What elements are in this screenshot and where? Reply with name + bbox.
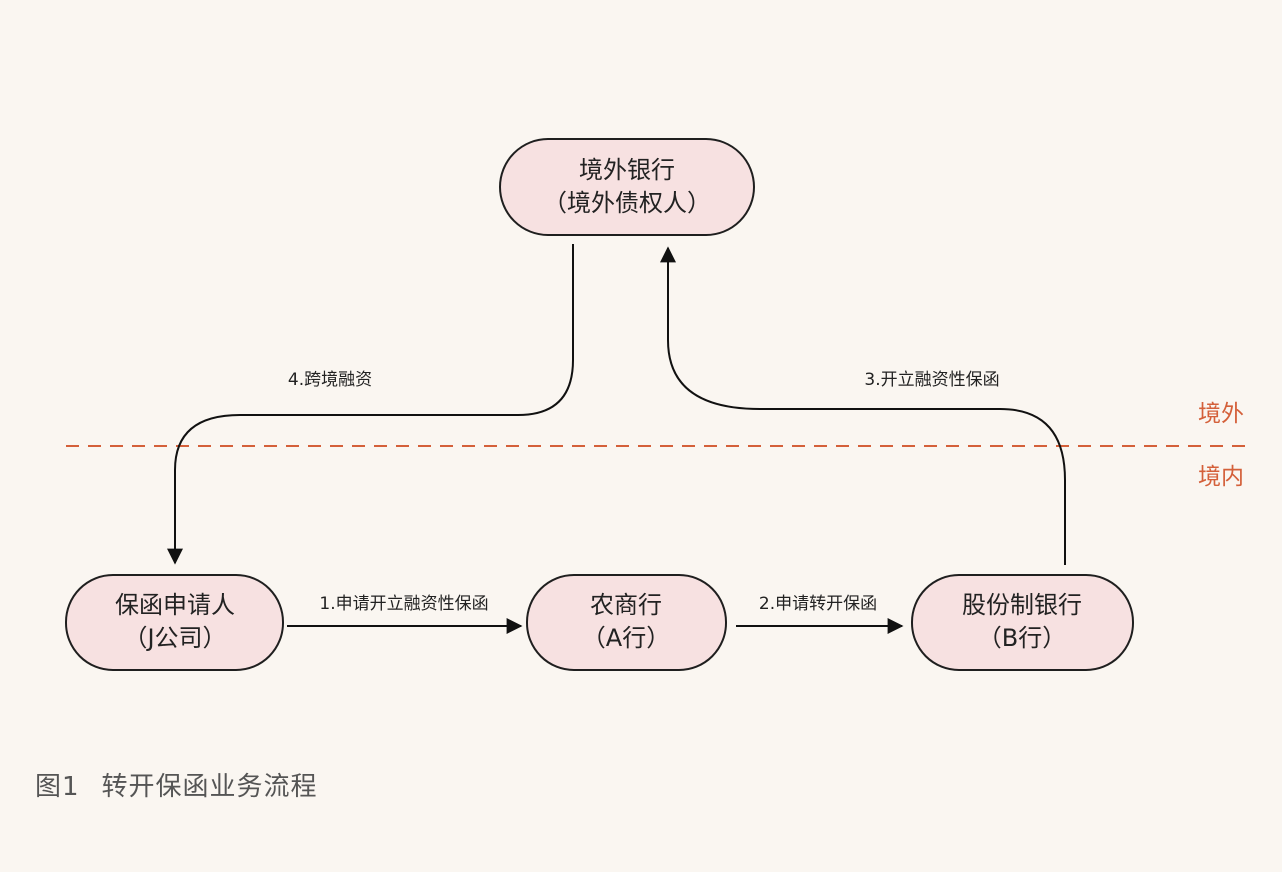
node-rural-bank-subtitle: （A行） (582, 624, 670, 652)
edge-cross-border-financing (167, 244, 574, 565)
figure-number: 图1 (35, 772, 80, 802)
node-applicant-title: 保函申请人 (115, 591, 235, 619)
region-label-domestic: 境内 (1198, 464, 1244, 490)
node-overseas-bank: 境外银行 （境外债权人） (499, 138, 755, 236)
region-label-overseas: 境外 (1198, 401, 1244, 427)
edge-label-step4: 4.跨境融资 (288, 370, 372, 390)
edge-label-step3: 3.开立融资性保函 (864, 370, 999, 390)
node-joint-stock-bank-title: 股份制银行 (962, 591, 1082, 619)
node-rural-bank-title: 农商行 (590, 591, 662, 619)
node-overseas-bank-title: 境外银行 (579, 156, 675, 184)
node-guarantee-applicant: 保函申请人 （J公司） (65, 574, 284, 671)
node-applicant-subtitle: （J公司） (123, 624, 226, 652)
figure-caption: 图1 转开保函业务流程 (35, 766, 318, 803)
node-joint-stock-bank: 股份制银行 （B行） (911, 574, 1134, 671)
edge-label-step2: 2.申请转开保函 (759, 594, 877, 614)
node-overseas-bank-subtitle: （境外债权人） (543, 189, 711, 217)
figure-title: 转开保函业务流程 (101, 772, 318, 802)
node-rural-commercial-bank: 农商行 （A行） (526, 574, 727, 671)
edge-issue-financing-guarantee (660, 246, 1066, 565)
edge-label-step1: 1.申请开立融资性保函 (319, 594, 488, 614)
node-joint-stock-bank-subtitle: （B行） (978, 624, 1066, 652)
